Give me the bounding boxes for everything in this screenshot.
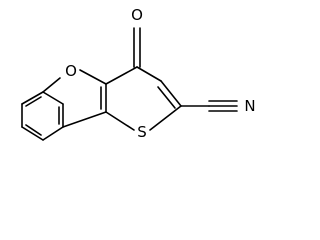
bond-c5-c6 xyxy=(160,80,182,107)
bond-s-c3 xyxy=(105,111,135,131)
atom-label-sulfur: S xyxy=(137,123,147,141)
bond-c5-c6-double xyxy=(157,86,176,109)
atom-label-furan-oxygen: O xyxy=(65,62,77,80)
bond-c4-c5 xyxy=(136,66,162,82)
bond-benzene-3 xyxy=(21,126,44,141)
furan-ring xyxy=(42,69,107,128)
atom-label-carbonyl-oxygen: O xyxy=(131,6,143,24)
atom-label-nitrogen: N xyxy=(244,97,255,115)
bond-benzene-6 xyxy=(42,91,64,105)
bond-c3-c3a xyxy=(62,111,107,128)
bond-benzene-double-2 xyxy=(25,124,42,136)
chemical-structure-diagram: O O S N xyxy=(21,6,256,141)
carbonyl-group xyxy=(133,27,141,68)
bond-c6-s xyxy=(149,105,182,131)
bond-benzene-4 xyxy=(42,126,64,141)
bond-benzene-double-1 xyxy=(25,96,42,107)
bond-c7a-o xyxy=(42,77,61,93)
nitrile-group xyxy=(180,100,238,112)
bond-c2-c4 xyxy=(105,66,138,85)
bond-o-c2 xyxy=(79,69,107,85)
benzene-ring xyxy=(21,91,64,141)
bond-benzene-1 xyxy=(21,91,44,105)
thiopyranone-ring xyxy=(105,66,182,131)
